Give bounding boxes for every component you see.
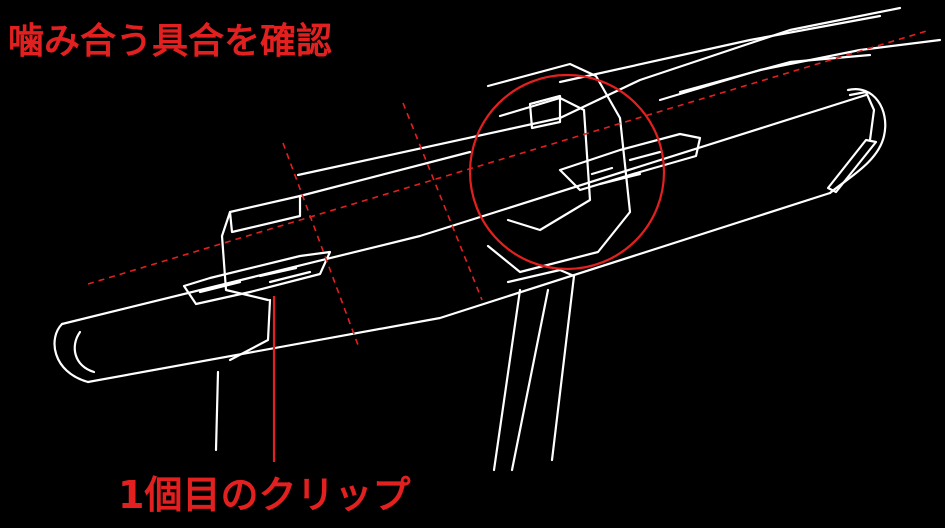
clip-annotation: 1個目のクリップ xyxy=(118,473,411,517)
right-bracket xyxy=(848,90,876,142)
line-art xyxy=(53,6,942,472)
center-bracket-tab xyxy=(528,94,562,130)
tube-left-end xyxy=(53,322,90,384)
highlight-circle xyxy=(468,73,666,271)
center-axis-dashed-line xyxy=(87,29,931,285)
clip-mechanism-left xyxy=(182,250,332,306)
center-bracket-inner xyxy=(498,96,592,232)
title-annotation: 噛み合う具合を確認 xyxy=(8,21,333,62)
tube-bottom-edge xyxy=(86,191,832,384)
right-leg xyxy=(550,274,576,462)
upper-tube-right-bottom xyxy=(658,38,942,102)
left-clamp-body xyxy=(220,210,270,302)
left-leg-outer xyxy=(214,370,220,452)
upper-tube-top xyxy=(296,6,902,177)
tube-left-end-inner xyxy=(73,330,96,374)
clip-mechanism-right xyxy=(558,132,702,192)
section-line-1 xyxy=(282,142,359,346)
center-leg-left xyxy=(492,288,522,472)
right-end-slant xyxy=(826,138,878,194)
clip-mechanism-right-detail xyxy=(590,150,662,186)
left-leg-inner xyxy=(228,298,272,362)
clip-mechanism-left-detail xyxy=(198,266,312,294)
upper-tube-bottom xyxy=(298,150,472,198)
annotation-marks xyxy=(87,29,931,462)
upper-tube-right-top xyxy=(558,14,882,84)
center-bracket xyxy=(486,62,632,274)
section-line-2 xyxy=(402,102,483,301)
leg-joint xyxy=(506,268,576,284)
tube-top-edge xyxy=(60,93,868,326)
tube-right-cap xyxy=(828,88,887,195)
upper-tube-right-inner xyxy=(678,53,872,94)
left-clamp-outline xyxy=(228,194,302,234)
center-leg-right xyxy=(510,288,550,472)
